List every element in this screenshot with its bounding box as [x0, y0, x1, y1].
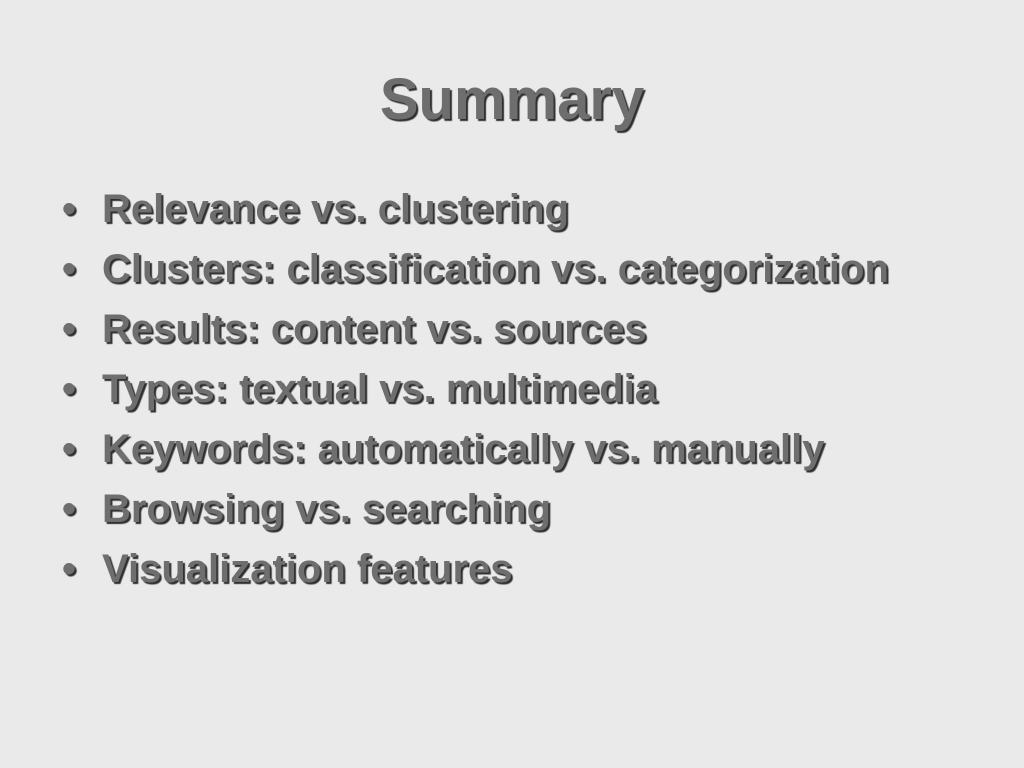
bullet-text: Relevance vs. clustering [102, 187, 569, 231]
bullet-text: Clusters: classification vs. categorizat… [102, 247, 889, 291]
bullet-item: • Results: content vs. sources [62, 304, 962, 354]
bullet-item: • Browsing vs. searching [62, 484, 962, 534]
bullet-marker: • [62, 547, 77, 591]
bullet-item: • Relevance vs. clustering [62, 184, 962, 234]
bullet-text: Types: textual vs. multimedia [102, 367, 657, 411]
slide-title: Summary [379, 67, 645, 132]
bullet-marker: • [62, 487, 77, 531]
bullet-text: Visualization features [102, 547, 513, 591]
bullet-item: • Keywords: automatically vs. manually [62, 424, 962, 474]
bullet-item: • Clusters: classification vs. categoriz… [62, 244, 962, 294]
bullet-marker: • [62, 307, 77, 351]
bullet-item: • Types: textual vs. multimedia [62, 364, 962, 414]
bullet-list: • Relevance vs. clustering • Clusters: c… [62, 184, 962, 604]
bullet-text: Keywords: automatically vs. manually [102, 427, 825, 471]
bullet-marker: • [62, 247, 77, 291]
bullet-text: Results: content vs. sources [102, 307, 647, 351]
bullet-marker: • [62, 427, 77, 471]
bullet-item: • Visualization features [62, 544, 962, 594]
bullet-marker: • [62, 367, 77, 411]
bullet-marker: • [62, 187, 77, 231]
bullet-text: Browsing vs. searching [102, 487, 552, 531]
